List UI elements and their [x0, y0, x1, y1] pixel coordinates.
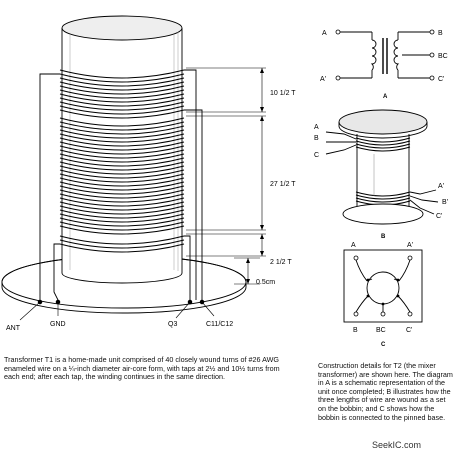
q3-label: Q3 [168, 321, 177, 328]
tap-leads [184, 69, 203, 300]
bob-caption: B [381, 234, 386, 240]
schematic-terminals [335, 29, 435, 81]
sch-a-prime-label: A' [320, 76, 326, 83]
turns-mid-label: 27 1/2 T [270, 181, 296, 188]
base-a-prime-label: A' [407, 242, 413, 249]
caption-left: Transformer T1 is a home-made unit compr… [4, 355, 280, 382]
bobbin-winding-top [355, 137, 411, 152]
secondary-coil [393, 39, 400, 71]
bob-c-label: C [314, 152, 319, 159]
watermark: SeekIC.com [372, 440, 422, 450]
winding-middle [59, 117, 185, 235]
caption-right: Construction details for T2 (the mixer t… [318, 361, 453, 422]
schematic-transformer [340, 31, 430, 79]
turns-top-label: 10 1/2 T [270, 90, 296, 97]
base-caption: C [381, 342, 386, 348]
bob-b-label: B [314, 135, 319, 142]
gap-label: 0.5cm [256, 279, 275, 286]
bob-a-prime-label: A' [438, 183, 444, 190]
bobbin [325, 109, 439, 225]
dimension-lines [186, 67, 266, 285]
base-b-label: B [353, 327, 358, 334]
pinned-base [343, 249, 423, 323]
winding-top [59, 69, 185, 119]
gnd-label: GND [50, 321, 66, 328]
ant-label: ANT [6, 325, 21, 332]
coil-form-top [61, 15, 183, 41]
label-leaders [19, 301, 215, 321]
bobbin-circle [366, 271, 400, 305]
sch-bc-label: BC [438, 53, 448, 60]
bob-c-prime-label: C' [436, 213, 442, 220]
sch-b-label: B [438, 30, 443, 37]
primary-coil [370, 39, 377, 71]
c11-c12-label: C11/C12 [206, 321, 233, 328]
sch-c-prime-label: C' [438, 76, 444, 83]
base-plate-rim [1, 282, 247, 314]
coil-assembly [1, 15, 266, 321]
base-winding-dots [366, 278, 400, 306]
sch-a-label: A [322, 30, 327, 37]
dimension-arrows [246, 68, 264, 284]
turns-bot-label: 2 1/2 T [270, 259, 292, 266]
base-bc-label: BC [376, 327, 386, 334]
sch-caption: A [383, 94, 388, 100]
base-c-prime-label: C' [406, 327, 412, 334]
left-leads [39, 73, 60, 301]
base-a-label: A [351, 242, 356, 249]
winding-bottom [59, 235, 185, 253]
bobbin-winding-bottom [355, 191, 411, 206]
bob-a-label: A [314, 124, 319, 131]
base-pins [353, 255, 413, 317]
bob-b-prime-label: B' [442, 199, 448, 206]
